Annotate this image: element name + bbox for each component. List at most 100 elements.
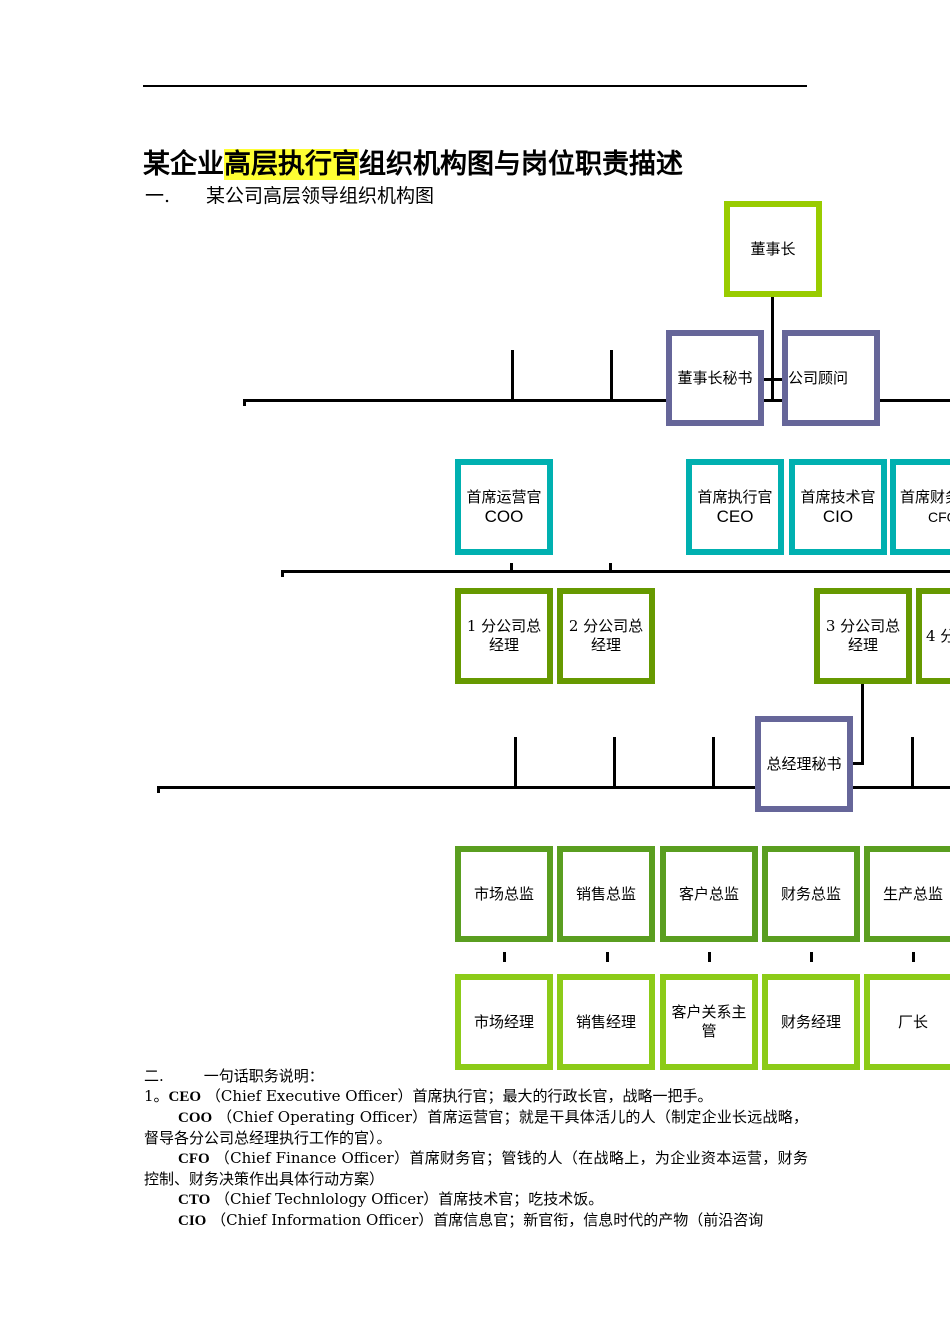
director-label: 财务总监	[780, 884, 841, 903]
branch1-box: 1 分公司总经理	[455, 588, 553, 684]
item-text: （Chief Information Officer）首席信息官；新官衔，信息时…	[211, 1211, 764, 1229]
manager-label: 财务经理	[780, 1012, 841, 1031]
director-label: 客户总监	[678, 884, 739, 903]
director-label: 市场总监	[473, 884, 534, 903]
branch-tick-1	[510, 563, 513, 572]
exec-bus-endcap	[243, 399, 246, 406]
branch1-label: 1 分公司总经理	[466, 617, 542, 654]
section2: 二. 一句话职务说明： 1。CEO （Chief Executive Office…	[144, 1066, 808, 1231]
dept-bus-endcap	[157, 786, 160, 793]
section2-title: 一句话职务说明：	[203, 1067, 324, 1085]
director-label: 生产总监	[882, 884, 943, 903]
cfo-cn-label: 首席财务	[900, 487, 950, 506]
gm-secretary-box: 总经理秘书	[755, 716, 853, 812]
item-text: （Chief Finance Officer）首席财务官；管钱的人（在战略上，为…	[144, 1149, 808, 1188]
branch2-box: 2 分公司总经理	[557, 588, 655, 684]
branch2-label: 2 分公司总经理	[568, 617, 644, 654]
chairman-label: 董事长	[750, 239, 796, 258]
advisor-box: 公司顾问	[782, 330, 880, 426]
chairman-secretary-box: 董事长秘书	[666, 330, 764, 426]
item-abbr: CIO	[178, 1213, 207, 1229]
item-text: （Chief Executive Officer）首席执行官；最大的行政长官，战…	[205, 1087, 713, 1105]
title-part1: 某企业	[143, 149, 224, 180]
ceo-cn-label: 首席执行官	[697, 487, 773, 506]
branch3-stem	[861, 682, 864, 765]
gm-secretary-label: 总经理秘书	[766, 754, 842, 773]
mgr-tick-5	[912, 952, 915, 962]
item-abbr: CFO	[178, 1151, 210, 1167]
cio-en-label: CIO	[822, 506, 854, 526]
title-highlight: 高层执行官	[224, 149, 359, 180]
dept-drop-2	[613, 737, 616, 787]
manager-label: 市场经理	[473, 1012, 534, 1031]
director-box-finance: 财务总监	[762, 846, 860, 942]
title-part2: 组织机构图与岗位职责描述	[359, 149, 683, 180]
branch-bus-endcap	[281, 570, 284, 577]
duty-item-ceo: 1。CEO （Chief Executive Officer）首席执行官；最大的…	[144, 1086, 808, 1107]
section2-heading: 二. 一句话职务说明：	[144, 1066, 808, 1086]
branch4-box: 4 分	[916, 588, 950, 684]
exec-bus	[243, 399, 950, 402]
director-box-production: 生产总监	[864, 846, 950, 942]
manager-box-client: 客户关系主管	[660, 974, 758, 1070]
director-box-market: 市场总监	[455, 846, 553, 942]
section1-number: 一.	[145, 185, 171, 207]
gm-secretary-link	[851, 762, 864, 765]
branch3-box: 3 分公司总经理	[814, 588, 912, 684]
duty-item-cio: CIO （Chief Information Officer）首席信息官；新官衔…	[144, 1210, 808, 1231]
exec-drop-1	[511, 350, 514, 400]
cfo-en-label: CFO	[928, 508, 950, 525]
duty-item-coo: COO （Chief Operating Officer）首席运营官；就是干具体…	[144, 1107, 808, 1148]
ceo-en-label: CEO	[716, 506, 754, 526]
cio-cn-label: 首席技术官	[800, 487, 876, 506]
chairman-box: 董事长	[724, 201, 822, 297]
branch-bus	[281, 570, 950, 573]
secretary-link	[762, 378, 784, 381]
dept-drop-1	[514, 737, 517, 787]
duty-item-cto: CTO （Chief Technlology Officer）首席技术官；吃技术…	[144, 1189, 808, 1210]
dept-bus	[157, 786, 950, 789]
mgr-tick-3	[708, 952, 711, 962]
cfo-box: 首席财务 CFO	[890, 459, 950, 555]
branch3-label: 3 分公司总经理	[825, 617, 901, 654]
header-rule	[143, 85, 807, 87]
section1-heading: 一. 某公司高层领导组织机构图	[145, 183, 434, 209]
exec-drop-2	[610, 350, 613, 400]
manager-box-factory: 厂长	[864, 974, 950, 1070]
mgr-tick-4	[810, 952, 813, 962]
manager-box-finance: 财务经理	[762, 974, 860, 1070]
dept-drop-3	[712, 737, 715, 787]
director-label: 销售总监	[575, 884, 636, 903]
item-abbr: CTO	[178, 1192, 211, 1208]
manager-label: 销售经理	[575, 1012, 636, 1031]
item-abbr: CEO	[168, 1089, 202, 1105]
mgr-tick-2	[606, 952, 609, 962]
item-text: （Chief Technlology Officer）首席技术官；吃技术饭。	[215, 1190, 604, 1208]
section1-title: 某公司高层领导组织机构图	[206, 185, 435, 207]
dept-drop-4	[911, 737, 914, 787]
advisor-label: 公司顾问	[788, 368, 849, 387]
branch4-label: 4 分	[926, 626, 950, 645]
chairman-secretary-label: 董事长秘书	[677, 368, 753, 387]
manager-label: 厂长	[897, 1012, 928, 1031]
branch-tick-2	[609, 563, 612, 572]
director-box-client: 客户总监	[660, 846, 758, 942]
duty-item-cfo: CFO （Chief Finance Officer）首席财务官；管钱的人（在战…	[144, 1148, 808, 1189]
coo-cn-label: 首席运营官	[466, 487, 542, 506]
manager-box-market: 市场经理	[455, 974, 553, 1070]
manager-label: 客户关系主管	[671, 1003, 747, 1040]
coo-en-label: COO	[484, 506, 524, 526]
director-box-sales: 销售总监	[557, 846, 655, 942]
manager-box-sales: 销售经理	[557, 974, 655, 1070]
item-abbr: COO	[178, 1110, 213, 1126]
mgr-tick-1	[503, 952, 506, 962]
chairman-stem	[771, 295, 774, 402]
item-prefix: 1。	[144, 1087, 169, 1105]
section2-number: 二.	[144, 1067, 164, 1085]
document-title: 某企业高层执行官组织机构图与岗位职责描述	[143, 147, 683, 183]
item-text: （Chief Operating Officer）首席运营官；就是干具体活儿的人…	[144, 1108, 808, 1147]
